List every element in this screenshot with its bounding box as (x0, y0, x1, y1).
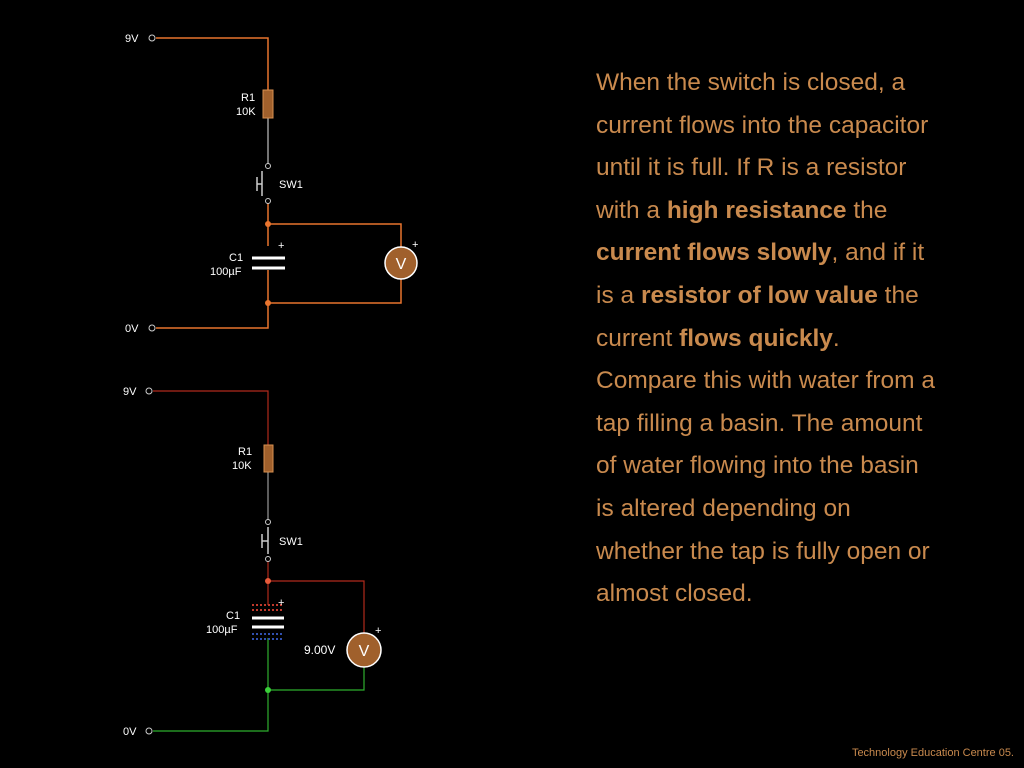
label-bottom-c1-name: C1 (226, 610, 240, 622)
wire-bottom-meter-gnd (268, 666, 365, 691)
capacitor-c1-bottom (252, 604, 284, 640)
label-bottom-sw1: SW1 (279, 536, 303, 548)
label-top-0v: 0V (125, 323, 139, 335)
terminal-bottom-9v (145, 387, 153, 395)
voltmeter-reading: 9.00V (304, 643, 335, 657)
description-segment: , and if it is a (596, 239, 925, 309)
voltmeter-top-symbol: V (396, 256, 407, 273)
terminal-top-0v (148, 324, 156, 332)
resistor-r1-bottom (263, 444, 274, 473)
voltmeter-bottom: V (346, 632, 382, 668)
description-segment: . Compare this with water from a tap fil… (596, 324, 936, 608)
label-top-c1-value: 100µF (210, 266, 242, 278)
label-top-cap-plus: + (278, 240, 284, 252)
label-top-c1-name: C1 (229, 252, 243, 264)
footer-credit: Technology Education Centre 05. (851, 747, 1014, 759)
terminal-bottom-0v (145, 727, 153, 735)
terminal-top-9v (148, 34, 156, 42)
resistor-r1-top (262, 89, 274, 119)
label-bottom-meter-plus: + (375, 625, 381, 637)
description-emphasis: flows quickly (679, 324, 833, 352)
junction-bottom-upper (265, 578, 271, 584)
wire-top-positive (156, 37, 269, 90)
description-emphasis: current flows slowly (596, 239, 832, 267)
label-top-r1-name: R1 (241, 92, 255, 104)
wire-top-cap-gnd (156, 270, 269, 329)
label-top-r1-value: 10K (236, 106, 256, 118)
label-top-meter-plus: + (412, 239, 418, 251)
description-segment: When the switch is closed, a current flo… (596, 69, 929, 224)
voltmeter-bottom-symbol: V (359, 643, 370, 660)
voltmeter-top: V (384, 246, 418, 280)
label-bottom-cap-plus: + (278, 597, 284, 609)
label-bottom-0v: 0V (123, 726, 137, 738)
label-top-9v: 9V (125, 33, 139, 45)
wire-top-meter-gnd (268, 278, 402, 304)
label-bottom-9v: 9V (123, 386, 137, 398)
wire-bottom-positive (153, 390, 269, 445)
label-bottom-c1-value: 100µF (206, 624, 238, 636)
circuit-bottom: 9V 0V R1 10K SW1 + C1 100µF (123, 386, 382, 738)
wire-bottom-cap-meter (268, 580, 365, 634)
label-bottom-r1-name: R1 (238, 446, 252, 458)
circuit-top: 9V 0V R1 10K SW1 + C1 100µF V + (125, 33, 418, 335)
capacitor-c1-top (252, 256, 285, 270)
label-bottom-r1-value: 10K (232, 460, 252, 472)
description-emphasis: resistor of low value (640, 281, 878, 309)
junction-bottom-lower (265, 687, 271, 693)
description-segment: the (846, 196, 888, 224)
description-segment: the current (596, 281, 919, 352)
wire-bottom-cap-gnd (153, 638, 269, 732)
description-emphasis: high resistance (666, 196, 847, 224)
wire-top-cap-meter (268, 223, 402, 247)
switch-sw1-top (256, 163, 271, 204)
junction-top-upper (265, 221, 271, 227)
junction-top-lower (265, 300, 271, 306)
switch-sw1-bottom (261, 519, 271, 562)
description-text: When the switch is closed, a current flo… (596, 62, 936, 616)
label-top-sw1: SW1 (279, 179, 303, 191)
